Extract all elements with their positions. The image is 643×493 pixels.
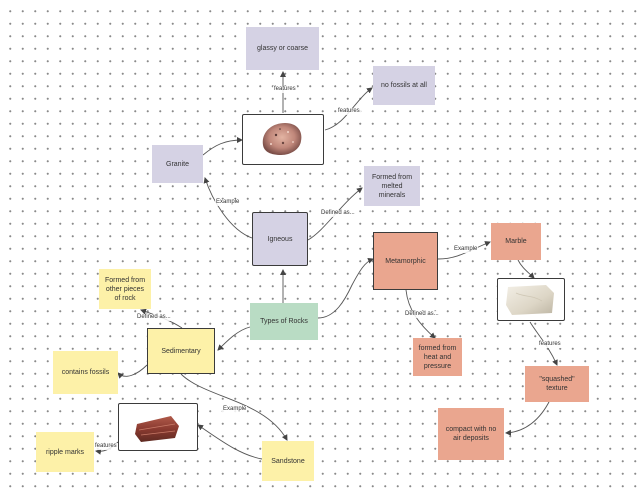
node-contains-fossils[interactable]: contains fossils — [53, 351, 118, 394]
node-types-of-rocks[interactable]: Types of Rocks — [250, 303, 318, 340]
edge-label-features: features — [94, 443, 118, 450]
granite-rock-image — [262, 123, 302, 155]
edge-label-example: Example — [222, 406, 248, 413]
edge-label-features: features — [273, 86, 297, 93]
edge-sed-fossils — [117, 364, 148, 379]
node-text: Granite — [166, 160, 189, 168]
edge-image-squashed — [529, 321, 558, 366]
edge-types-metamorphic — [317, 257, 374, 319]
edge-squashed-compact — [505, 399, 551, 436]
sandstone-rock-image — [135, 416, 179, 442]
node-text: "squashed" texture — [539, 376, 575, 392]
node-text: Igneous — [267, 235, 293, 243]
node-text: glassy or coarse — [257, 45, 308, 52]
node-heat-and-pressure[interactable]: formed from heat and pressure — [413, 338, 462, 376]
edge-metamorphic-marble — [437, 241, 491, 260]
node-text: Types of Rocks — [260, 318, 308, 325]
edge-marble-image — [517, 259, 535, 279]
node-igneous[interactable]: Igneous — [252, 212, 308, 266]
node-compact-no-air[interactable]: compact with no air deposits — [438, 408, 504, 460]
node-sedimentary[interactable]: Sedimentary — [147, 328, 215, 374]
sandstone-image-box[interactable] — [118, 403, 198, 451]
edge-label-features: features — [538, 341, 562, 348]
node-granite[interactable]: Granite — [152, 145, 203, 183]
edge-granite-image — [202, 137, 243, 156]
node-no-fossils[interactable]: no fossils at all — [373, 66, 435, 105]
node-text: Sedimentary — [161, 347, 201, 355]
node-text: no fossils at all — [381, 82, 427, 89]
edge-label-defined-as: Defined as... — [320, 210, 356, 217]
edge-sandstone-image — [197, 424, 263, 460]
node-text: Metamorphic — [385, 257, 426, 265]
node-text: Marble — [505, 238, 527, 245]
edge-igneous-granite — [203, 177, 253, 239]
node-squashed-texture[interactable]: "squashed" texture — [525, 366, 589, 402]
edge-label-defined-as: Defined as... — [404, 311, 440, 318]
node-text: Formed from other pieces of rock — [104, 276, 146, 302]
granite-image-box[interactable] — [242, 114, 324, 165]
node-text: contains fossils — [61, 369, 110, 376]
edge-sed-sandstone — [180, 373, 288, 441]
node-formed-from-other-rock[interactable]: Formed from other pieces of rock — [99, 269, 151, 309]
marble-rock-image — [506, 285, 554, 315]
edge-label-example: Example — [215, 199, 241, 206]
marble-image-box[interactable] — [497, 278, 565, 321]
edge-label-features: features — [337, 108, 361, 115]
node-sandstone[interactable]: Sandstone — [262, 441, 314, 481]
node-formed-from-melted[interactable]: Formed from melted minerals — [364, 166, 420, 206]
node-text: formed from heat and pressure — [418, 344, 457, 370]
node-text: Formed from melted minerals — [371, 173, 413, 199]
node-text: compact with no air deposits — [445, 426, 497, 442]
node-metamorphic[interactable]: Metamorphic — [373, 232, 438, 290]
node-text: Sandstone — [271, 457, 305, 465]
edge-types-sedimentary — [217, 326, 251, 351]
edge-label-example: Example — [453, 246, 479, 253]
node-text: ripple marks — [45, 448, 85, 456]
edge-label-defined-as: Defined as... — [136, 314, 172, 321]
node-marble[interactable]: Marble — [491, 223, 541, 260]
node-ripple-marks[interactable]: ripple marks — [36, 432, 94, 472]
node-glassy-or-coarse[interactable]: glassy or coarse — [246, 27, 319, 70]
